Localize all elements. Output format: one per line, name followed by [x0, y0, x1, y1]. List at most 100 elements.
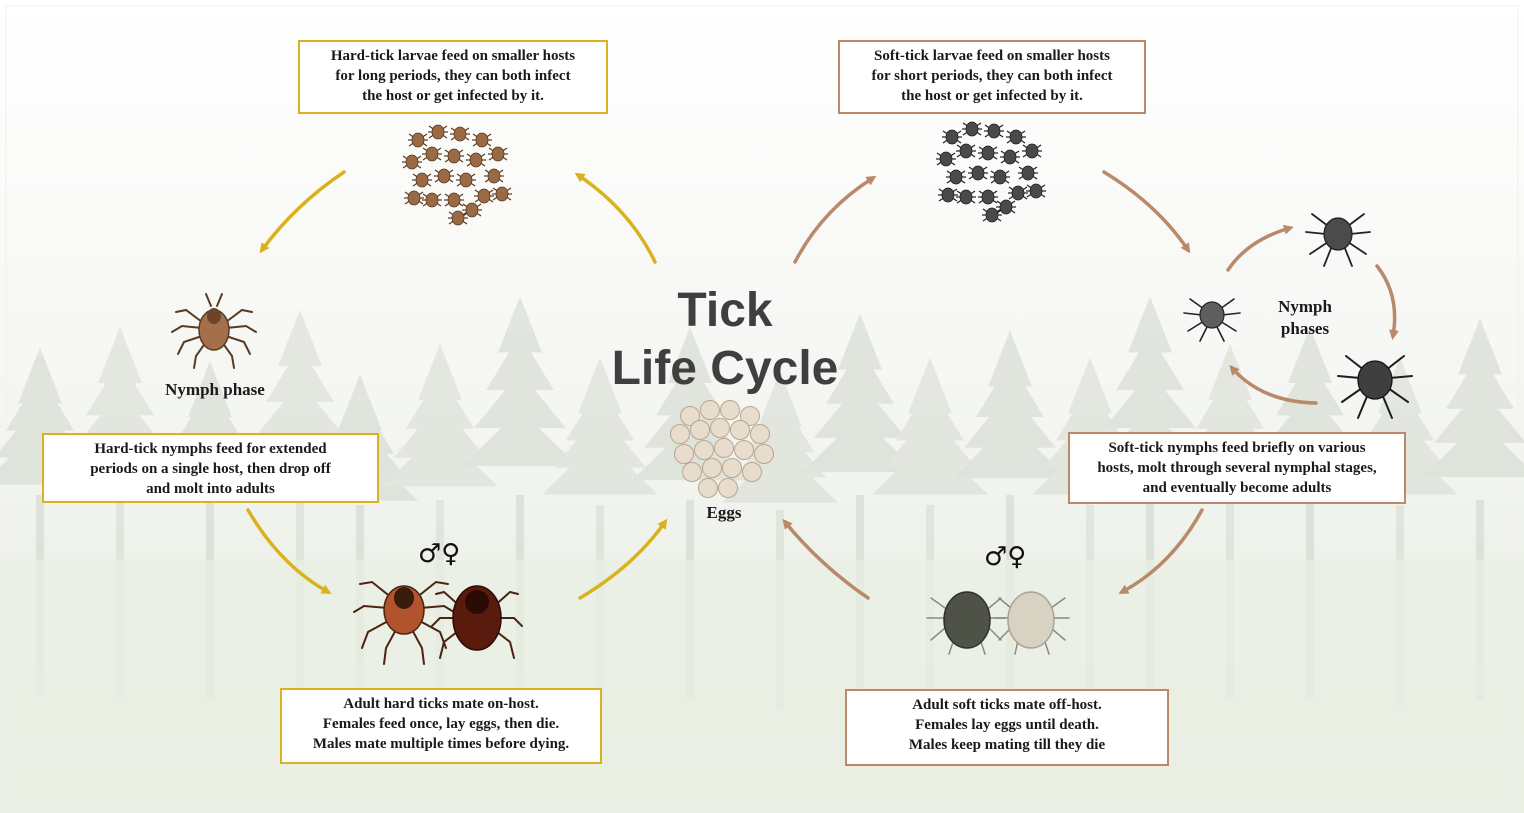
arrow-eggs-to-soft-larvae — [793, 175, 877, 264]
larva-icon — [1018, 165, 1038, 181]
text-line: for long periods, they can both infect — [335, 68, 571, 84]
text-line: Males keep mating till they die — [908, 737, 1106, 753]
larva-icon — [962, 121, 982, 137]
larva-icon — [428, 124, 448, 140]
egg — [670, 424, 690, 444]
male-female-symbol-icon: ♂♀ — [984, 542, 1027, 572]
larva-icon — [978, 189, 998, 205]
text-line: Males mate multiple times before dying. — [312, 736, 570, 752]
soft-tick-nymph-icon — [1305, 213, 1371, 267]
larva-icon — [956, 189, 976, 205]
text-line: Hard-tick larvae feed on smaller hosts — [330, 48, 576, 64]
larva-icon — [462, 202, 482, 218]
text-line: Soft-tick larvae feed on smaller hosts — [874, 48, 1110, 64]
soft-tick-larvae-cluster-icon — [936, 121, 1046, 223]
larva-icon — [474, 188, 494, 204]
hard-tick-adult-box: Adult hard ticks mate on-host. Females f… — [280, 688, 602, 764]
egg — [698, 478, 718, 498]
text-line: hosts, molt through several nymphal stag… — [1097, 460, 1377, 476]
larva-icon — [1008, 185, 1028, 201]
egg — [730, 420, 750, 440]
soft-tick-nymph-label: Nymph phases — [1262, 296, 1348, 340]
egg — [750, 424, 770, 444]
larva-icon — [984, 123, 1004, 139]
larva-icon — [1006, 129, 1026, 145]
larva-icon — [444, 192, 464, 208]
text-line: Hard-tick nymphs feed for extended — [94, 441, 327, 457]
text-line: the host or get infected by it. — [362, 88, 544, 104]
egg — [710, 418, 730, 438]
soft-tick-adult-box: Adult soft ticks mate off-host. Females … — [845, 689, 1169, 766]
hard-tick-adults-icon — [353, 580, 523, 665]
larva-icon — [982, 207, 1002, 223]
hard-tick-nymph-label: Nymph phase — [165, 380, 265, 399]
egg — [734, 440, 754, 460]
larva-icon — [942, 129, 962, 145]
soft-tick-larvae-box: Soft-tick larvae feed on smaller hosts f… — [838, 40, 1146, 114]
egg — [700, 400, 720, 420]
egg — [674, 444, 694, 464]
text-line: Soft-tick nymphs feed briefly on various — [1108, 440, 1366, 456]
title-line-1: Tick — [677, 284, 773, 337]
larva-icon — [492, 186, 512, 202]
soft-tick-nymph-icon — [1337, 355, 1413, 419]
arrow-hard-larvae-to-nymph — [259, 170, 346, 254]
larva-icon — [946, 169, 966, 185]
arrow-nymph-loop-3 — [1229, 365, 1318, 405]
eggs-label: Eggs — [706, 503, 742, 522]
arrow-hard-adults-to-eggs — [578, 518, 668, 600]
soft-tick-nymph-icon — [1183, 298, 1241, 342]
larva-icon — [422, 146, 442, 162]
arrow-nymph-loop-2 — [1375, 264, 1399, 340]
egg — [690, 420, 710, 440]
larva-icon — [1000, 149, 1020, 165]
larva-icon — [412, 172, 432, 188]
text-line: Adult hard ticks mate on-host. — [343, 696, 539, 712]
larva-icon — [408, 132, 428, 148]
text-line: Females feed once, lay eggs, then die. — [322, 716, 560, 732]
larva-icon — [404, 190, 424, 206]
egg — [680, 406, 700, 426]
label-line-2: phases — [1280, 319, 1330, 338]
larva-icon — [1022, 143, 1042, 159]
larva-icon — [456, 172, 476, 188]
larva-icon — [956, 143, 976, 159]
hard-tick-nymph-box: Hard-tick nymphs feed for extended perio… — [42, 433, 379, 503]
arrow-soft-nymphs-to-adults — [1118, 508, 1204, 594]
larva-icon — [1026, 183, 1046, 199]
male-female-symbol-icon: ♂♀ — [418, 539, 461, 569]
larva-icon — [484, 168, 504, 184]
egg — [718, 478, 738, 498]
egg — [702, 458, 722, 478]
egg — [740, 406, 760, 426]
arrow-soft-larvae-to-nymphs — [1102, 170, 1191, 254]
egg — [694, 440, 714, 460]
text-line: periods on a single host, then drop off — [90, 461, 331, 477]
egg — [754, 444, 774, 464]
text-line: Females lay eggs until death. — [915, 717, 1099, 733]
larva-icon — [434, 168, 454, 184]
larva-icon — [444, 148, 464, 164]
larva-icon — [402, 154, 422, 170]
egg — [682, 462, 702, 482]
larva-icon — [936, 151, 956, 167]
hard-tick-nymph-icon — [171, 293, 257, 369]
hard-tick-larvae-box: Hard-tick larvae feed on smaller hosts f… — [298, 40, 608, 114]
egg — [742, 462, 762, 482]
larva-icon — [422, 192, 442, 208]
soft-tick-nymph-box: Soft-tick nymphs feed briefly on various… — [1068, 432, 1406, 504]
larva-icon — [466, 152, 486, 168]
text-line: Adult soft ticks mate off-host. — [912, 697, 1102, 713]
text-line: and molt into adults — [146, 481, 275, 497]
label-line-1: Nymph — [1278, 297, 1332, 316]
egg — [722, 458, 742, 478]
arrow-hard-nymph-to-adults — [246, 508, 332, 594]
larva-icon — [990, 169, 1010, 185]
text-line: the host or get infected by it. — [901, 88, 1083, 104]
egg — [714, 438, 734, 458]
larva-icon — [448, 210, 468, 226]
arrow-eggs-to-hard-larvae — [574, 172, 657, 264]
larva-icon — [488, 146, 508, 162]
